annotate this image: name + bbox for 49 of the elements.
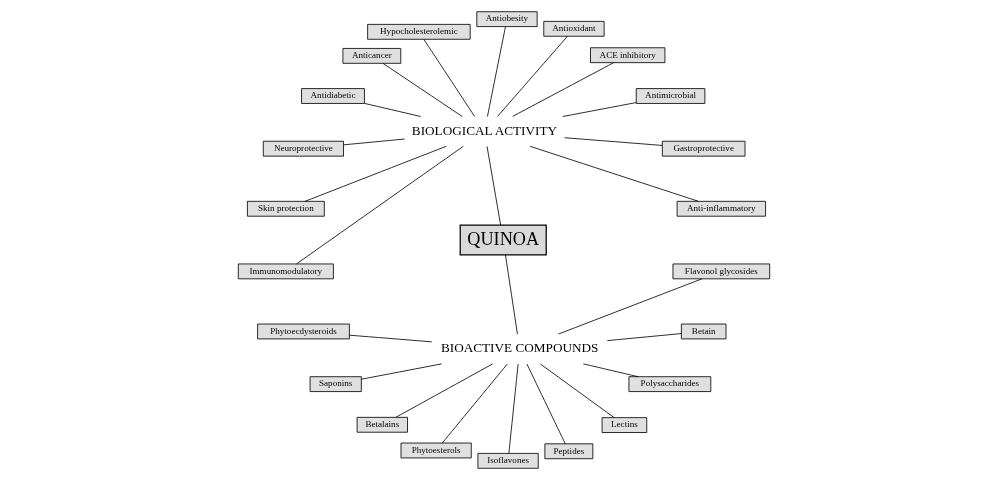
connector [526, 363, 566, 445]
node-box: Betain [680, 323, 727, 340]
node-box: Isoflavones [477, 452, 539, 469]
connector [395, 363, 493, 418]
node-box: ACE inhibitory [590, 47, 666, 64]
node-box: Antiobesity [476, 11, 538, 28]
connector [343, 138, 405, 146]
connector [423, 38, 476, 117]
node-box: Antidiabetic [301, 88, 365, 104]
connector [529, 145, 699, 202]
node-box: Antioxidant [543, 20, 605, 37]
connector [361, 363, 443, 380]
node-box: Peptides [544, 443, 594, 460]
node-box: Flavonol glycosides [672, 263, 771, 280]
connector [582, 363, 639, 378]
node-box: Gastroprotective [661, 140, 746, 157]
node-box: Anti-inflammatory [676, 200, 766, 217]
connector [558, 278, 703, 335]
connector [562, 102, 637, 117]
connector [487, 26, 506, 117]
connector [486, 145, 502, 226]
connector [304, 145, 447, 202]
node-box: Phytoecdysteroids [257, 323, 350, 340]
connector [497, 35, 568, 117]
node-text: BIOACTIVE COMPOUNDS [440, 340, 599, 356]
node-box: Immunomodulatory [237, 263, 334, 280]
node-box: Saponins [309, 376, 362, 392]
node-box: Lectins [601, 417, 648, 433]
connector [349, 334, 433, 343]
connector [441, 363, 508, 444]
connector [512, 62, 614, 117]
node-box: Phytoesterols [400, 442, 472, 459]
node-box: Antimicrobial [635, 88, 706, 104]
node-text: BIOLOGICAL ACTIVITY [411, 122, 558, 138]
connector [382, 63, 463, 117]
connector [364, 102, 422, 117]
node-box: Betalains [356, 416, 408, 433]
connector [505, 254, 518, 335]
node-box: Polysaccharides [628, 376, 712, 392]
node-box: Anticancer [342, 48, 402, 64]
node-box: Neuroprotective [262, 140, 344, 157]
connector [606, 333, 682, 342]
connector [539, 363, 615, 418]
node-box: QUINOA [459, 224, 547, 256]
connector [296, 145, 464, 265]
node-box: Hypocholesterolemic [367, 23, 471, 40]
connector [564, 137, 663, 146]
node-box: Skin protection [247, 200, 325, 217]
connector [508, 363, 519, 454]
